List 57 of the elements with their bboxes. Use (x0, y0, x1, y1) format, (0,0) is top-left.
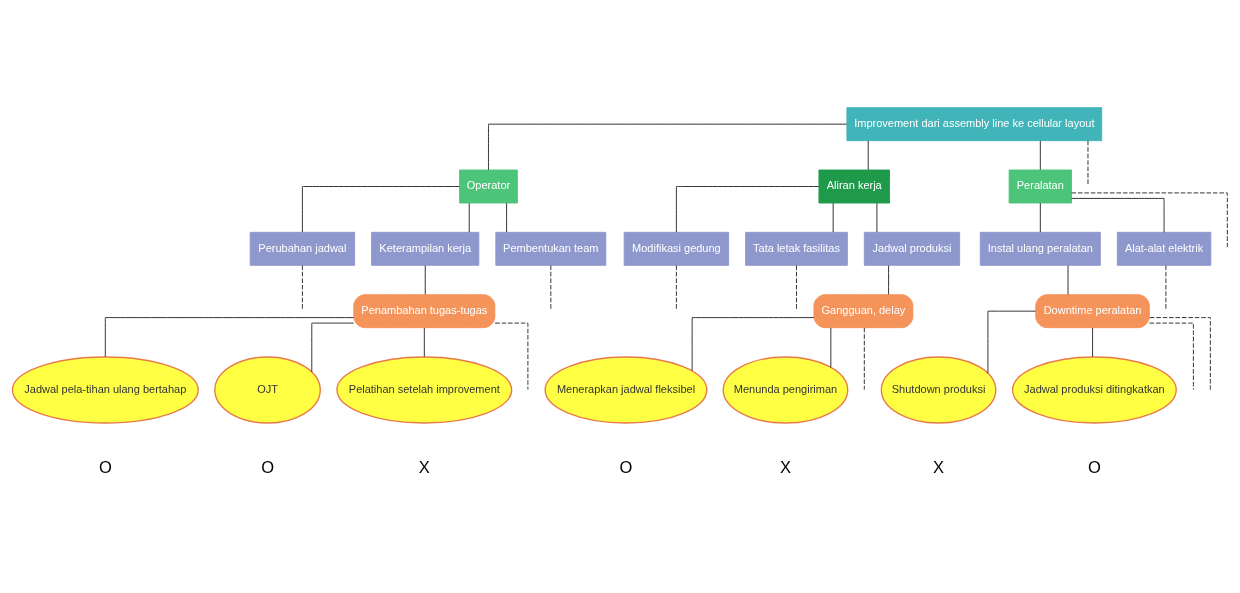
connector (675, 265, 677, 311)
node-box: Aliran kerja (818, 169, 890, 204)
node-box: Alat-alat elektrik (1116, 231, 1212, 266)
node-box: Perubahan jadwal (249, 231, 356, 266)
node-box: Penambahan tugas-tugas (353, 294, 496, 329)
connector (423, 327, 425, 358)
node-box: Improvement dari assembly line ke cellular layout (846, 107, 1103, 142)
connector (424, 265, 426, 295)
node-ellipse: Menerapkan jadwal fleksibel (544, 356, 708, 424)
node-label: O (98, 457, 112, 476)
node-ellipse: Jadwal produksi ditingkatkan (1011, 356, 1177, 424)
node-ellipse: Shutdown produksi (880, 356, 997, 424)
connector (301, 186, 460, 233)
connector (550, 265, 552, 311)
node-label: O (1087, 457, 1101, 476)
connector (1039, 140, 1041, 171)
node-label: X (418, 457, 430, 476)
connector (830, 327, 832, 368)
connector (1092, 327, 1093, 358)
node-label: O (619, 457, 633, 476)
connector (888, 265, 890, 295)
node-box: Gangguan, delay (813, 294, 914, 329)
connector (301, 265, 303, 311)
node-box: Peralatan (1008, 169, 1072, 204)
connector (1071, 192, 1228, 249)
node-ellipse: Jadwal pela-tihan ulang bertahap (11, 356, 199, 424)
node-box: Pembentukan team (495, 231, 607, 266)
connector (863, 327, 865, 390)
connector (506, 202, 508, 233)
node-box: Downtime peralatan (1035, 294, 1150, 329)
connector (1149, 322, 1194, 391)
node-label: X (933, 457, 945, 476)
node-box: Operator (459, 169, 518, 204)
connector (1071, 197, 1165, 233)
node-label: O (261, 457, 274, 476)
node-box: Modifikasi gedung (623, 231, 730, 266)
connector (987, 310, 1037, 374)
node-box: Jadwal produksi (863, 231, 961, 266)
node-box: Keterampilan kerja (371, 231, 480, 266)
connector (675, 186, 820, 233)
node-label: X (779, 457, 791, 476)
connector (796, 265, 797, 311)
connector (691, 317, 815, 372)
connector (311, 322, 355, 373)
connector (468, 202, 470, 233)
node-box: Tata letak fasilitas (745, 231, 848, 266)
connector (494, 322, 529, 391)
connector (488, 123, 848, 171)
connector (832, 202, 834, 233)
node-ellipse: OJT (214, 356, 321, 424)
node-ellipse: Menunda pengiriman (722, 356, 849, 424)
connector (104, 317, 354, 358)
node-ellipse: Pelatihan setelah improvement (336, 356, 513, 424)
connector (1039, 202, 1041, 233)
connector (867, 140, 869, 171)
connector (1149, 317, 1211, 391)
node-box: Instal ulang peralatan (979, 231, 1101, 266)
